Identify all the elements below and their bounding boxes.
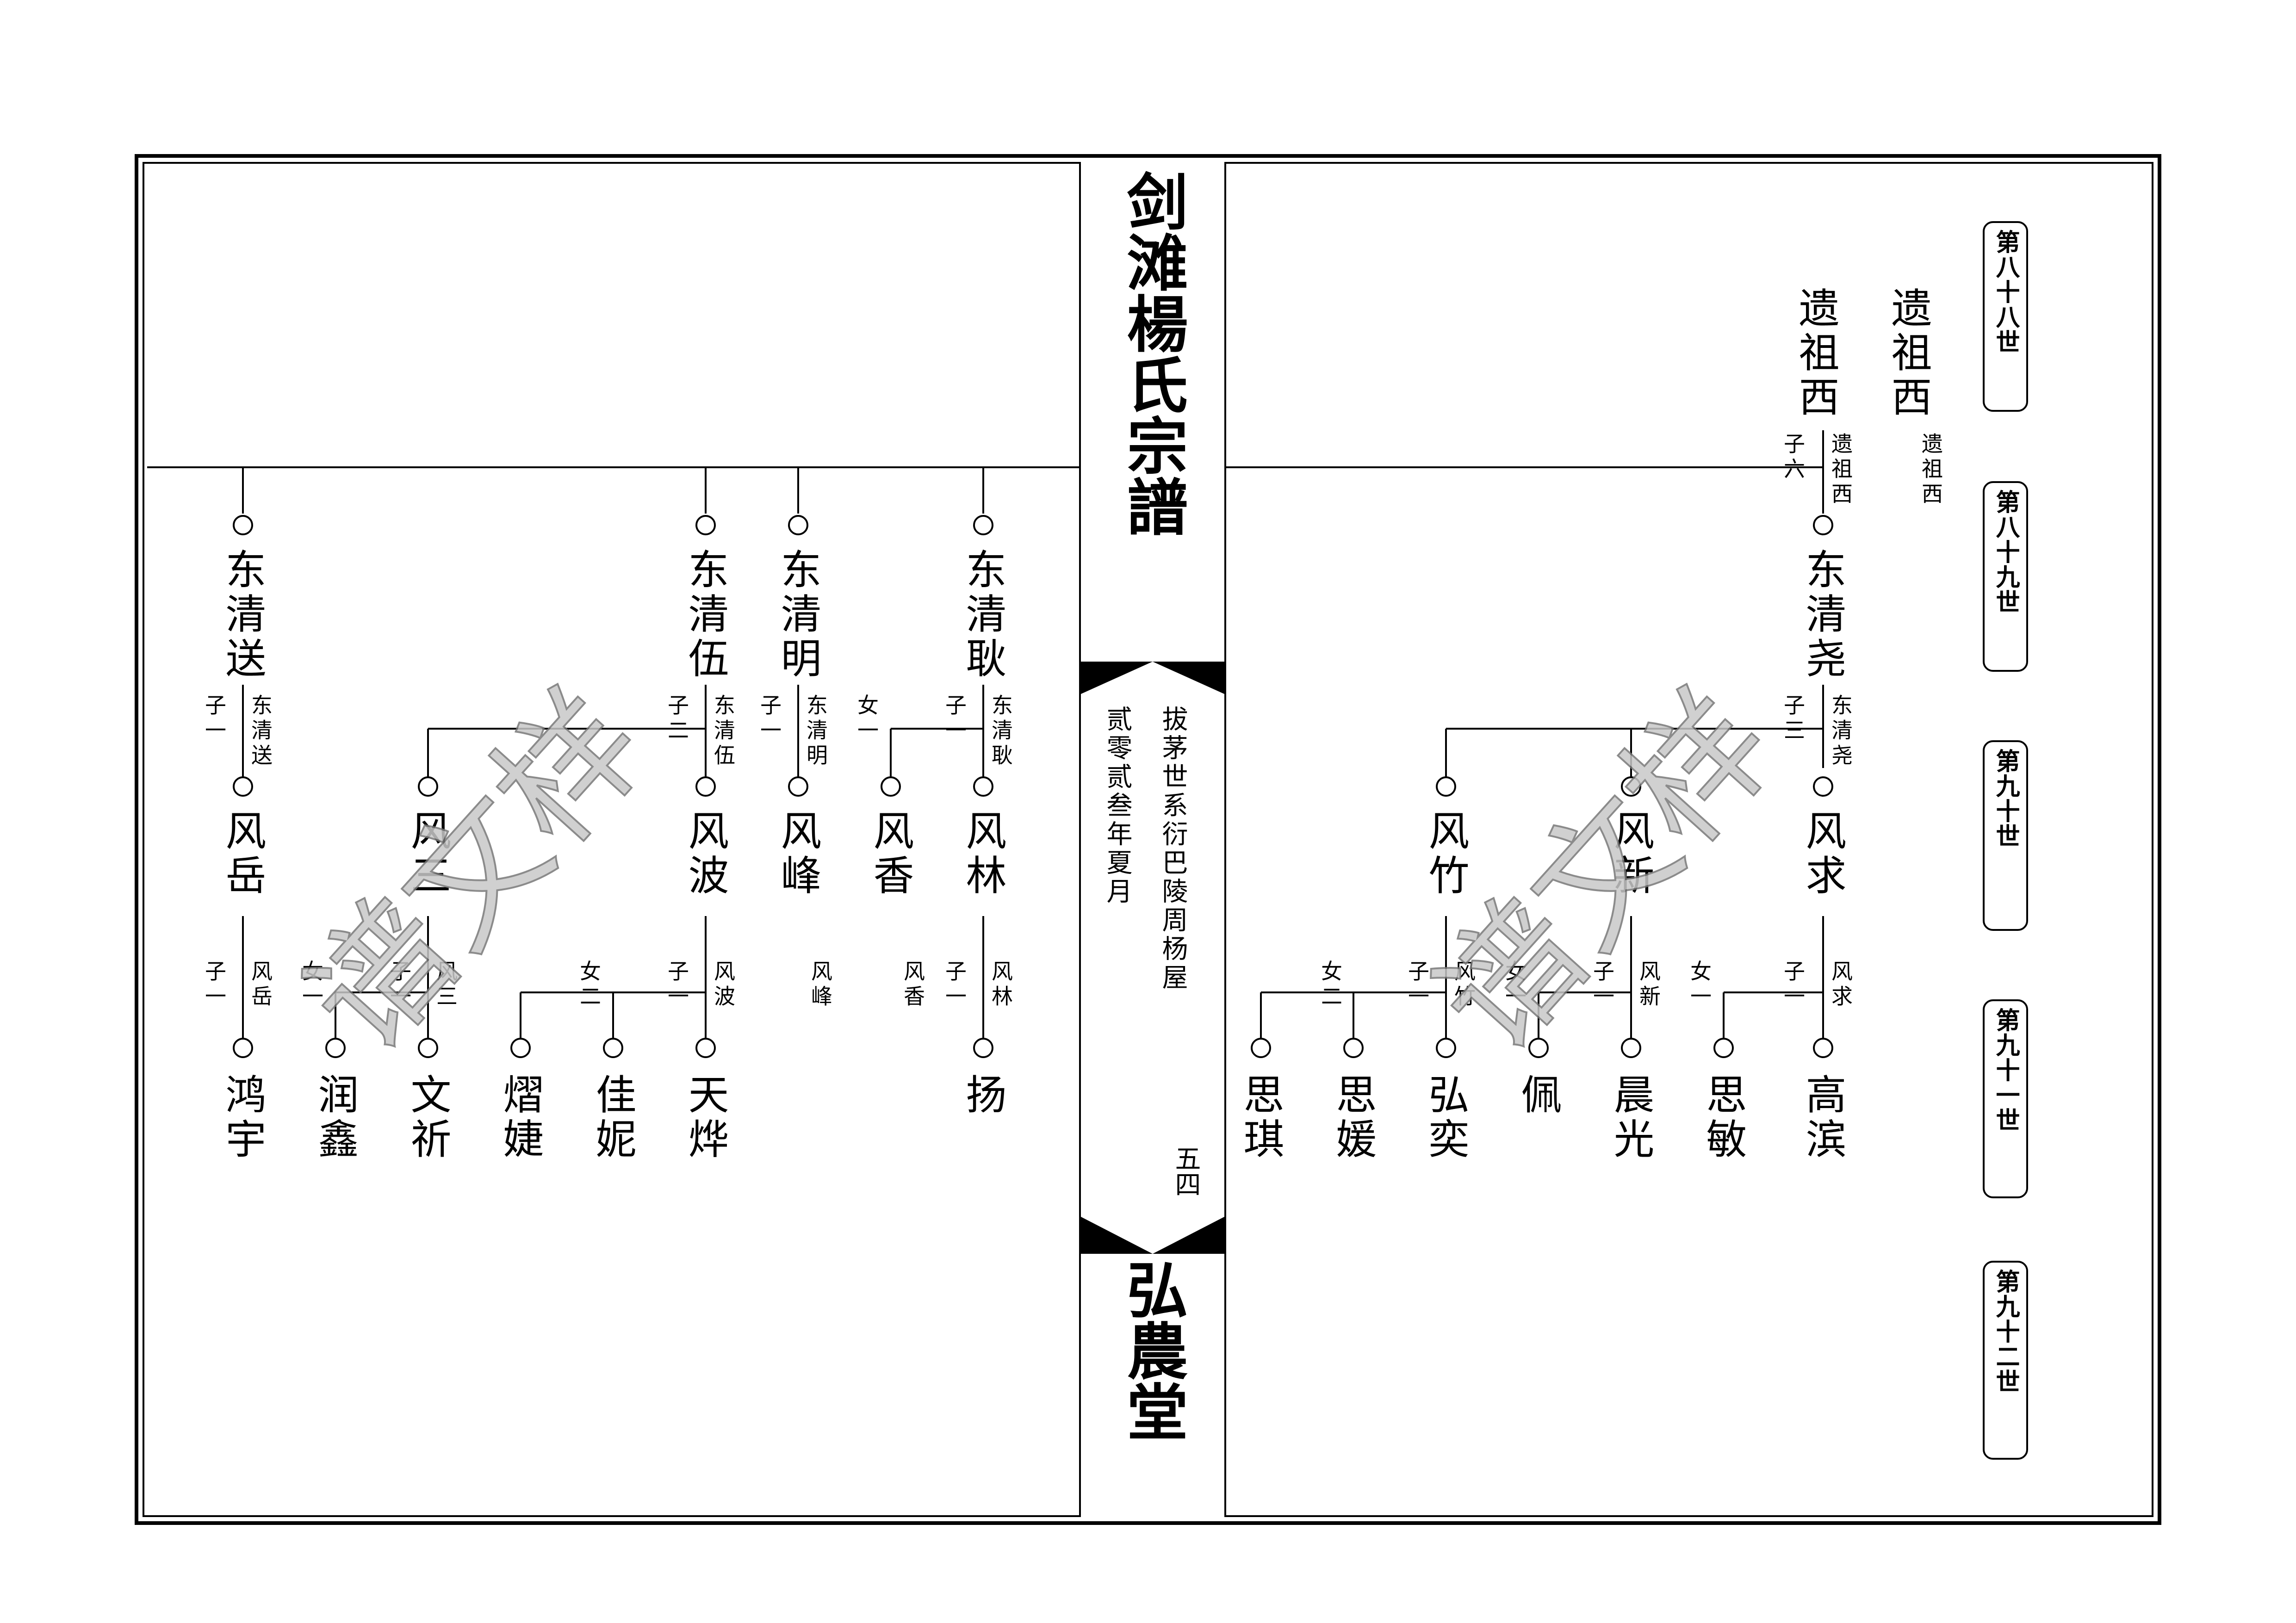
person-gen90: 风三 bbox=[404, 810, 452, 898]
parent-note: 东清伍 bbox=[711, 694, 736, 769]
generation-badge-92: 第九十二世 bbox=[1983, 1261, 2028, 1460]
person-gen89: 东清耿 bbox=[959, 548, 1007, 681]
parent-note: 风求 bbox=[1828, 960, 1853, 1010]
lower-fishtail bbox=[1081, 1217, 1224, 1254]
person-gen91: 鸿宇 bbox=[219, 1073, 267, 1162]
children-count-note: 子一 bbox=[202, 694, 227, 744]
children-count-note: 子二 bbox=[664, 694, 689, 744]
person-gen91: 思敏 bbox=[1700, 1073, 1747, 1162]
compile-date: 贰零贰叁年夏月 bbox=[1102, 706, 1132, 906]
children-count-note: 子一 bbox=[757, 694, 782, 744]
parent-note: 风新 bbox=[1636, 960, 1661, 1010]
person-gen89: 东清伍 bbox=[682, 548, 729, 681]
person-gen90: 风峰 bbox=[774, 810, 822, 898]
page-number: 五四 bbox=[1171, 1145, 1201, 1197]
parent-note: 遗祖西 bbox=[1828, 433, 1853, 508]
daughters-note: 女一 bbox=[854, 694, 879, 744]
parent-note: 风波 bbox=[711, 960, 736, 1010]
parent-note: 东清送 bbox=[248, 694, 273, 769]
person-gen91: 文祈 bbox=[404, 1073, 452, 1162]
children-count-note: 子三 bbox=[1781, 694, 1806, 744]
person-gen89: 东清送 bbox=[219, 548, 267, 681]
book-spine: 剑滩楊氏宗譜 拔茅世系衍巴陵周杨屋 贰零贰叁年夏月 五四 弘農堂 bbox=[1079, 162, 1226, 1517]
person-gen90: 风波 bbox=[682, 810, 729, 898]
children-count-note: 子一 bbox=[942, 960, 967, 1010]
person-gen91: 晨光 bbox=[1607, 1073, 1655, 1162]
person-gen91: 天烨 bbox=[682, 1073, 729, 1162]
person-gen91: 佩 bbox=[1514, 1073, 1562, 1118]
ancestor-label: 遗祖西 bbox=[1792, 287, 1840, 420]
children-count-note: 子一 bbox=[942, 694, 967, 744]
parent-note: 风竹 bbox=[1451, 960, 1476, 1010]
person-gen91: 润鑫 bbox=[311, 1073, 359, 1162]
ancestor-note: 遗祖西 bbox=[1918, 433, 1943, 508]
book-title: 剑滩楊氏宗譜 bbox=[1117, 170, 1188, 537]
daughters-note: 女一 bbox=[1687, 960, 1712, 1010]
parent-note: 风岳 bbox=[248, 960, 273, 1010]
person-gen91: 高滨 bbox=[1799, 1073, 1847, 1162]
outer-border bbox=[135, 154, 2161, 1525]
parent-note: 风林 bbox=[988, 960, 1013, 1010]
person-gen90: 风林 bbox=[959, 810, 1007, 898]
person-gen91: 思媛 bbox=[1329, 1073, 1377, 1162]
person-gen90: 风新 bbox=[1607, 810, 1655, 898]
person-gen89: 东清尧 bbox=[1799, 548, 1847, 681]
children-count-note: 子一 bbox=[1405, 960, 1430, 1010]
person-gen90: 风香 bbox=[867, 810, 914, 898]
person-gen91: 熠婕 bbox=[496, 1073, 544, 1162]
children-count-note: 子一 bbox=[202, 960, 227, 1010]
children-count-note: 子一 bbox=[387, 960, 412, 1010]
daughters-note: 女一 bbox=[1502, 960, 1527, 1010]
parent-note: 风香 bbox=[900, 960, 925, 1010]
generation-badge-88: 第八十八世 bbox=[1983, 221, 2028, 412]
daughters-note: 女二 bbox=[1318, 960, 1343, 1010]
daughters-note: 女二 bbox=[577, 960, 602, 1010]
generation-badge-89: 第八十九世 bbox=[1983, 481, 2028, 672]
person-gen91: 佳妮 bbox=[589, 1073, 637, 1162]
children-count-note: 子六 bbox=[1781, 433, 1806, 483]
person-gen91: 弘奕 bbox=[1422, 1073, 1470, 1162]
person-gen91: 思琪 bbox=[1237, 1073, 1285, 1162]
daughters-note: 女一 bbox=[299, 960, 324, 1010]
spine-decoration bbox=[1081, 662, 1224, 1254]
person-gen90: 风岳 bbox=[219, 810, 267, 898]
parent-note: 风峰 bbox=[808, 960, 833, 1010]
parent-note: 风三 bbox=[433, 960, 458, 1010]
person-gen91: 扬 bbox=[959, 1073, 1007, 1118]
generation-badge-90: 第九十世 bbox=[1983, 740, 2028, 931]
ancestor-label: 遗祖西 bbox=[1885, 287, 1932, 420]
parent-note: 东清耿 bbox=[988, 694, 1013, 769]
person-gen89: 东清明 bbox=[774, 548, 822, 681]
person-gen90: 风竹 bbox=[1422, 810, 1470, 898]
generation-badge-91: 第九十一世 bbox=[1983, 999, 2028, 1198]
parent-note: 东清明 bbox=[803, 694, 828, 769]
children-count-note: 子一 bbox=[664, 960, 689, 1010]
lineage-subtitle: 拔茅世系衍巴陵周杨屋 bbox=[1158, 706, 1188, 992]
hall-name: 弘農堂 bbox=[1117, 1258, 1188, 1442]
parent-note: 东清尧 bbox=[1828, 694, 1853, 769]
children-count-note: 子一 bbox=[1781, 960, 1806, 1010]
children-count-note: 子一 bbox=[1590, 960, 1615, 1010]
person-gen90: 风求 bbox=[1799, 810, 1847, 898]
